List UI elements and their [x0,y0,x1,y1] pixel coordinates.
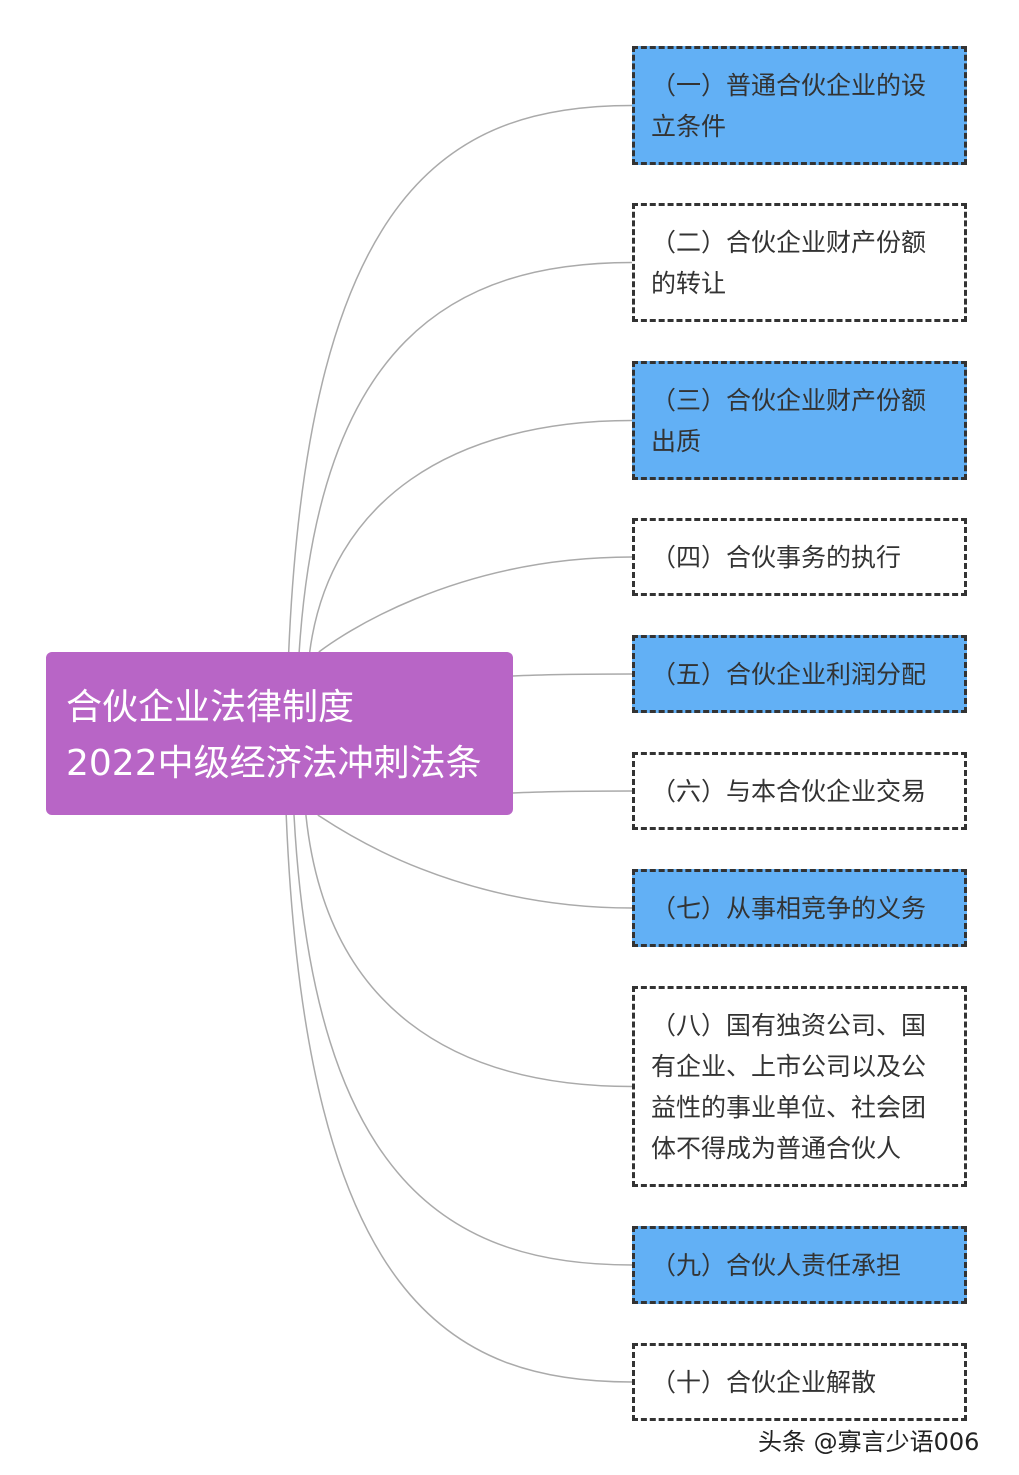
branch-node-1[interactable]: （一）普通合伙企业的设立条件 [632,46,967,165]
connector-line-5 [512,673,633,677]
branch-node-label: （七）从事相竞争的义务 [651,893,927,923]
branch-node-3[interactable]: （三）合伙企业财产份额出质 [632,361,967,480]
connector-line-4 [318,556,633,653]
branch-node-5[interactable]: （五）合伙企业利润分配 [632,635,967,713]
connector-line-7 [317,814,633,909]
branch-node-label: （三）合伙企业财产份额出质 [651,385,927,456]
branch-node-10[interactable]: （十）合伙企业解散 [632,1343,967,1421]
branch-node-8[interactable]: （八）国有独资公司、国有企业、上市公司以及公益性的事业单位、社会团体不得成为普通… [632,986,967,1187]
branch-node-label: （六）与本合伙企业交易 [651,776,927,806]
branch-node-label: （一）普通合伙企业的设立条件 [651,70,927,141]
branch-node-4[interactable]: （四）合伙事务的执行 [632,518,967,596]
branch-node-label: （九）合伙人责任承担 [651,1250,902,1280]
central-topic-line-2: 2022中级经济法冲刺法条 [66,743,482,784]
connector-line-8 [305,814,633,1088]
branch-node-6[interactable]: （六）与本合伙企业交易 [632,752,967,830]
branch-node-2[interactable]: （二）合伙企业财产份额的转让 [632,203,967,322]
connector-line-6 [512,790,633,794]
central-topic-line-1: 合伙企业法律制度 [66,687,355,728]
branch-node-label: （四）合伙事务的执行 [651,542,902,572]
branch-node-9[interactable]: （九）合伙人责任承担 [632,1226,967,1304]
branch-node-label: （十）合伙企业解散 [651,1367,877,1397]
branch-node-label: （五）合伙企业利润分配 [651,659,927,689]
branch-node-label: （八）国有独资公司、国有企业、上市公司以及公益性的事业单位、社会团体不得成为普通… [651,1010,927,1163]
connector-line-2 [298,261,633,653]
branch-node-label: （二）合伙企业财产份额的转让 [651,227,927,298]
connector-line-3 [308,419,633,653]
connector-line-9 [293,814,633,1266]
central-topic[interactable]: 合伙企业法律制度 2022中级经济法冲刺法条 [46,652,513,815]
connector-line-10 [285,814,633,1383]
watermark: 头条 @寡言少语006 [758,1428,980,1456]
connector-line-1 [287,104,633,653]
branch-node-7[interactable]: （七）从事相竞争的义务 [632,869,967,947]
